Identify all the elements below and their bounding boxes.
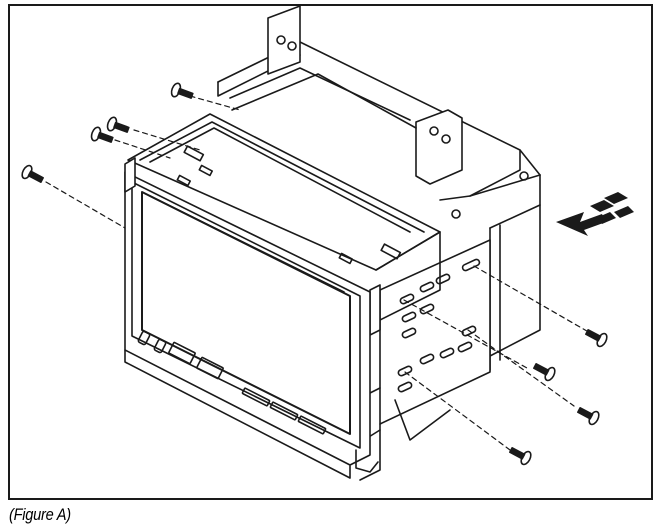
screw-guide-lines [45, 95, 593, 451]
screw-icon [509, 447, 532, 466]
screw-icon [533, 363, 556, 382]
figure-frame [8, 4, 653, 500]
screw-icon [106, 116, 130, 133]
figure-caption: (Figure A) [9, 505, 71, 524]
screw-icon [170, 82, 194, 99]
screw-icon [577, 407, 600, 426]
screw-icon [585, 329, 608, 348]
head-unit [124, 113, 441, 479]
screw-icon [90, 126, 114, 143]
side-plate-slots [397, 258, 481, 393]
mounting-cage [217, 5, 541, 481]
insertion-direction-arrow-icon [556, 192, 634, 236]
screws [21, 82, 608, 466]
screw-icon [21, 164, 44, 183]
